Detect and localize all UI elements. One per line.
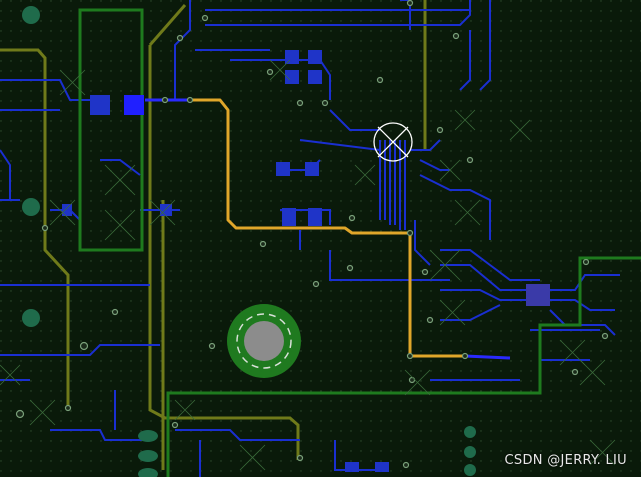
smd-pads[interactable]: [62, 50, 550, 472]
connector-pads[interactable]: [22, 6, 476, 477]
bottom-layer-traces: [0, 0, 620, 477]
highlighted-net[interactable]: [190, 98, 465, 358]
mounting-hole-icon[interactable]: [227, 304, 301, 378]
keepout-outlines: [78, 8, 641, 477]
vias[interactable]: [15, 0, 609, 469]
ratsnest-marks: [0, 59, 616, 471]
crosshair-target-icon: [373, 122, 413, 162]
watermark: CSDN @JERRY. LIU: [504, 453, 627, 468]
